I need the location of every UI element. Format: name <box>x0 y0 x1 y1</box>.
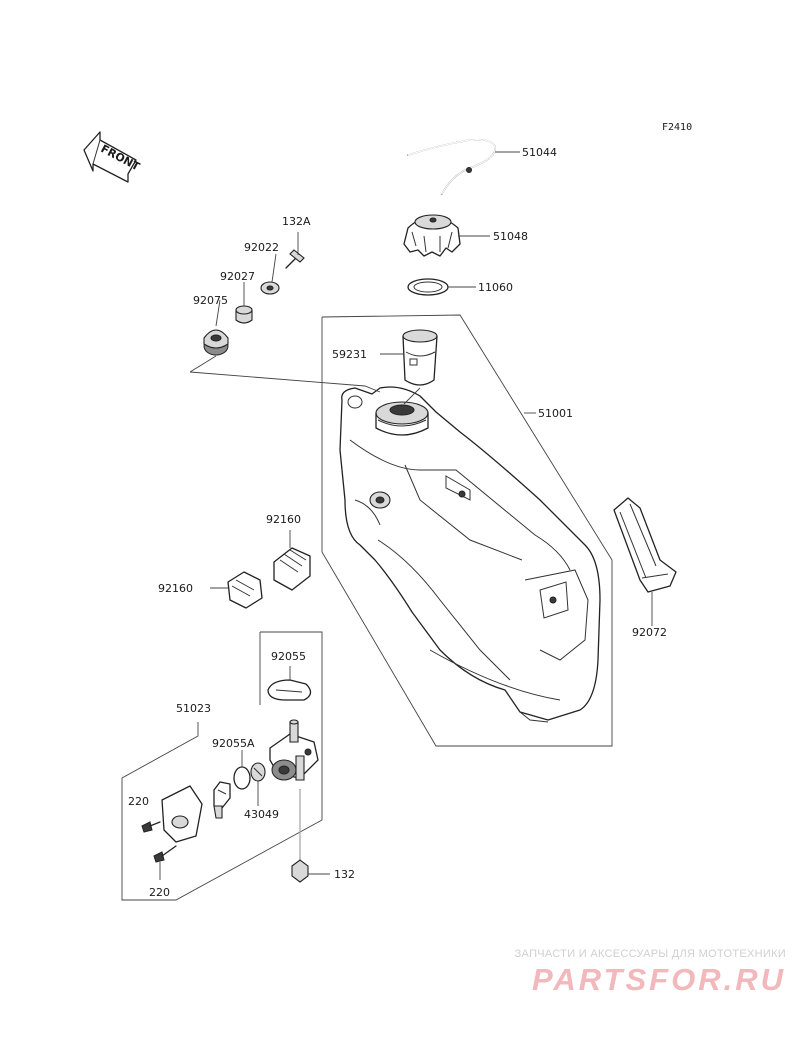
diagram-code: F2410 <box>662 122 692 133</box>
label-59231: 59231 <box>332 348 367 361</box>
washer-43049 <box>250 762 266 806</box>
fuel-tank-51001 <box>321 314 613 747</box>
label-92160-lower: 92160 <box>158 582 193 595</box>
label-132A: 132A <box>282 215 311 228</box>
label-51044: 51044 <box>522 146 557 159</box>
label-51048: 51048 <box>493 230 528 243</box>
damper-92160-upper <box>273 530 311 591</box>
label-43049: 43049 <box>244 808 279 821</box>
grommet-92075 <box>203 329 229 356</box>
label-92075: 92075 <box>193 294 228 307</box>
label-11060: 11060 <box>478 281 513 294</box>
fuel-cock-assembly-51023 <box>121 631 323 901</box>
front-label: FRONT <box>99 142 143 173</box>
gasket-92055 <box>267 666 312 701</box>
front-arrow-icon: FRONT <box>83 131 143 183</box>
label-51001: 51001 <box>538 407 573 420</box>
label-220-lower: 220 <box>149 886 170 899</box>
label-92160-upper: 92160 <box>266 513 301 526</box>
collar-92027 <box>235 305 253 324</box>
label-92022: 92022 <box>244 241 279 254</box>
watermark-logo: PARTSFOR.RU <box>531 962 786 997</box>
screw-220-lower <box>153 845 177 880</box>
label-51023: 51023 <box>176 702 211 715</box>
gasket-11060 <box>407 278 449 296</box>
screw-220-upper <box>141 821 161 833</box>
fuel-filter-59231 <box>402 329 438 405</box>
bolt-132 <box>291 789 330 883</box>
label-92027: 92027 <box>220 270 255 283</box>
fuel-cap-51048 <box>403 214 461 257</box>
plate-220 <box>161 785 203 843</box>
fuel-cock-body <box>269 719 319 781</box>
lever-seal <box>213 781 231 819</box>
label-92072: 92072 <box>632 626 667 639</box>
label-92055A: 92055A <box>212 737 255 750</box>
label-220-upper: 220 <box>128 795 149 808</box>
washer-92022 <box>260 281 280 295</box>
bolt-132A <box>285 232 305 269</box>
breather-hose-51044 <box>407 138 496 195</box>
label-92055: 92055 <box>271 650 306 663</box>
watermark-tagline: ЗАПЧАСТИ И АКСЕССУАРЫ ДЛЯ МОТОТЕХНИКИ <box>514 948 786 960</box>
label-132: 132 <box>334 868 355 881</box>
strap-92072 <box>613 497 677 626</box>
damper-92160-lower <box>227 571 263 609</box>
o-ring-92055A <box>233 750 251 790</box>
